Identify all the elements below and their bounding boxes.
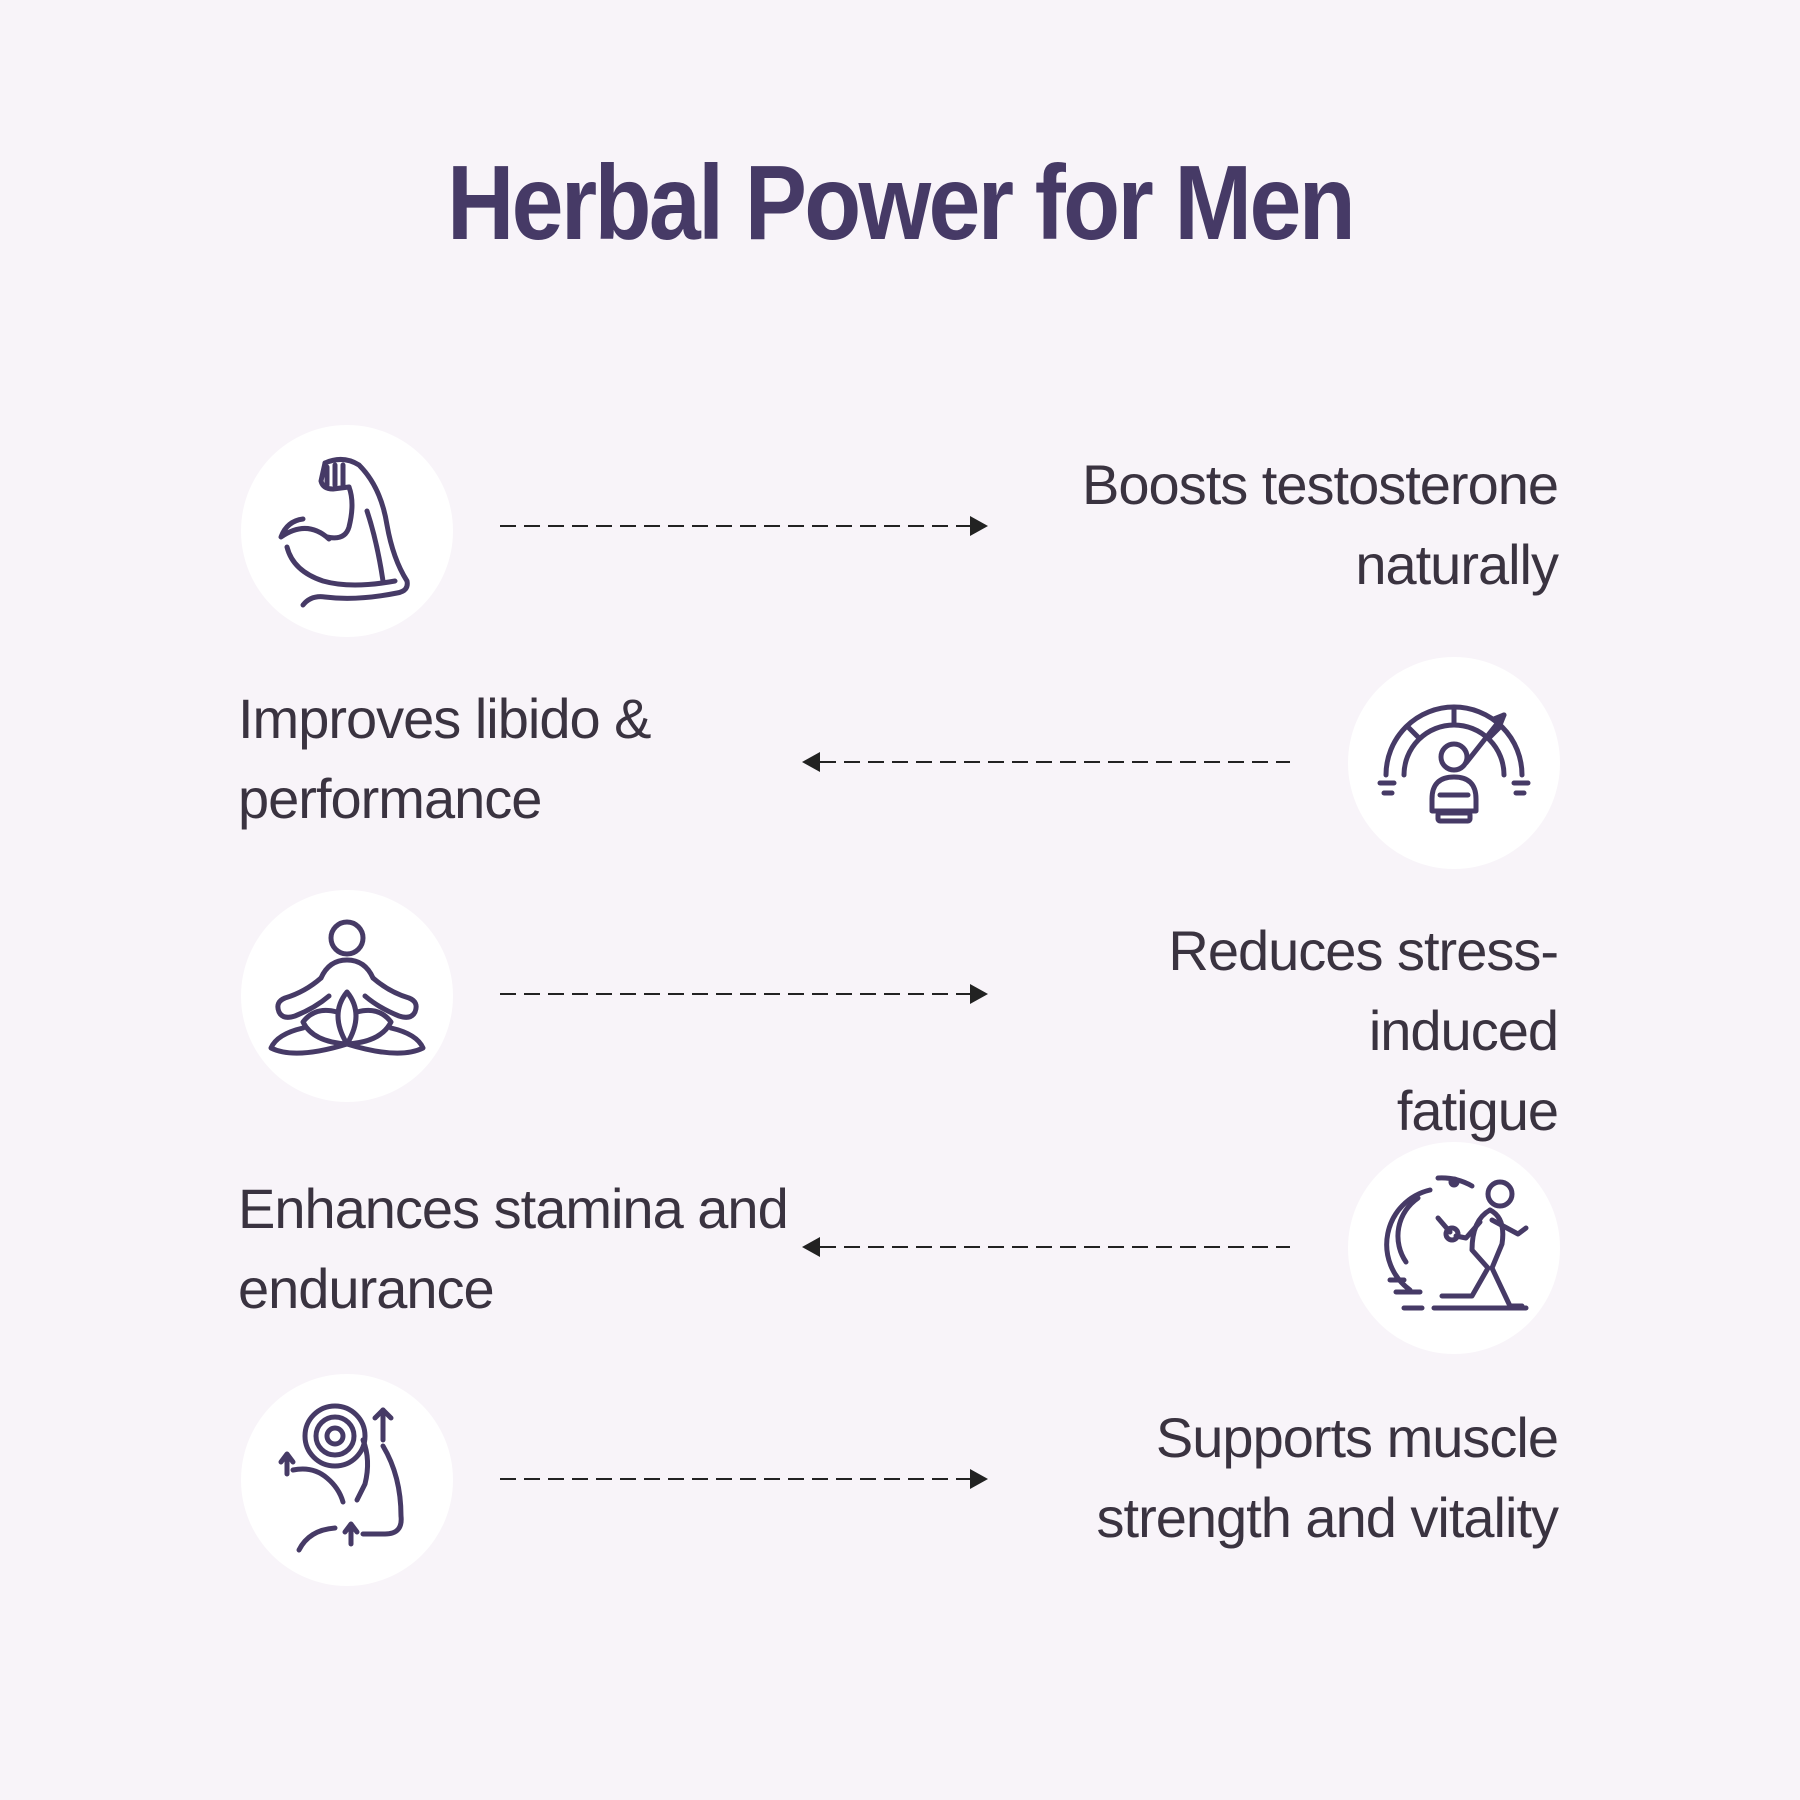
benefit-line: Boosts testosterone	[1082, 453, 1559, 516]
arrow-left-2	[802, 750, 1290, 774]
benefit-text-1: Boosts testosterone naturally	[998, 445, 1559, 605]
benefit-icon-circle-1	[241, 425, 453, 637]
benefit-line: performance	[238, 767, 542, 830]
benefit-icon-circle-2	[1348, 657, 1560, 869]
arrow-left-4	[802, 1235, 1290, 1259]
muscle-growth-icon	[278, 1403, 404, 1553]
benefit-line: fatigue	[1396, 1079, 1559, 1142]
arrow-right-1	[500, 514, 988, 538]
page-title: Herbal Power for Men	[446, 144, 1356, 262]
benefit-text-3: Reduces stress-induced fatigue	[998, 911, 1559, 1151]
running-stopwatch-icon	[1384, 1175, 1529, 1311]
benefit-icon-circle-3	[241, 890, 453, 1102]
benefit-text-4: Enhances stamina and endurance	[238, 1169, 798, 1329]
benefit-line: Reduces stress-induced	[1168, 919, 1559, 1062]
benefit-line: naturally	[1355, 533, 1559, 596]
benefit-text-2: Improves libido & performance	[238, 679, 798, 839]
arrow-right-5	[500, 1467, 988, 1491]
benefit-icon-circle-4	[1348, 1142, 1560, 1354]
flexed-bicep-icon	[278, 457, 410, 608]
benefit-line: Improves libido &	[238, 687, 652, 750]
performance-gauge-icon	[1377, 704, 1531, 824]
benefit-line: strength and vitality	[1096, 1486, 1559, 1549]
benefit-text-5: Supports muscle strength and vitality	[998, 1398, 1559, 1558]
benefit-line: Supports muscle	[1155, 1406, 1559, 1469]
benefit-line: endurance	[238, 1257, 495, 1320]
benefit-line: Enhances stamina and	[238, 1177, 789, 1240]
benefit-icon-circle-5	[241, 1374, 453, 1586]
meditation-lotus-icon	[268, 919, 426, 1056]
arrow-right-3	[500, 982, 988, 1006]
